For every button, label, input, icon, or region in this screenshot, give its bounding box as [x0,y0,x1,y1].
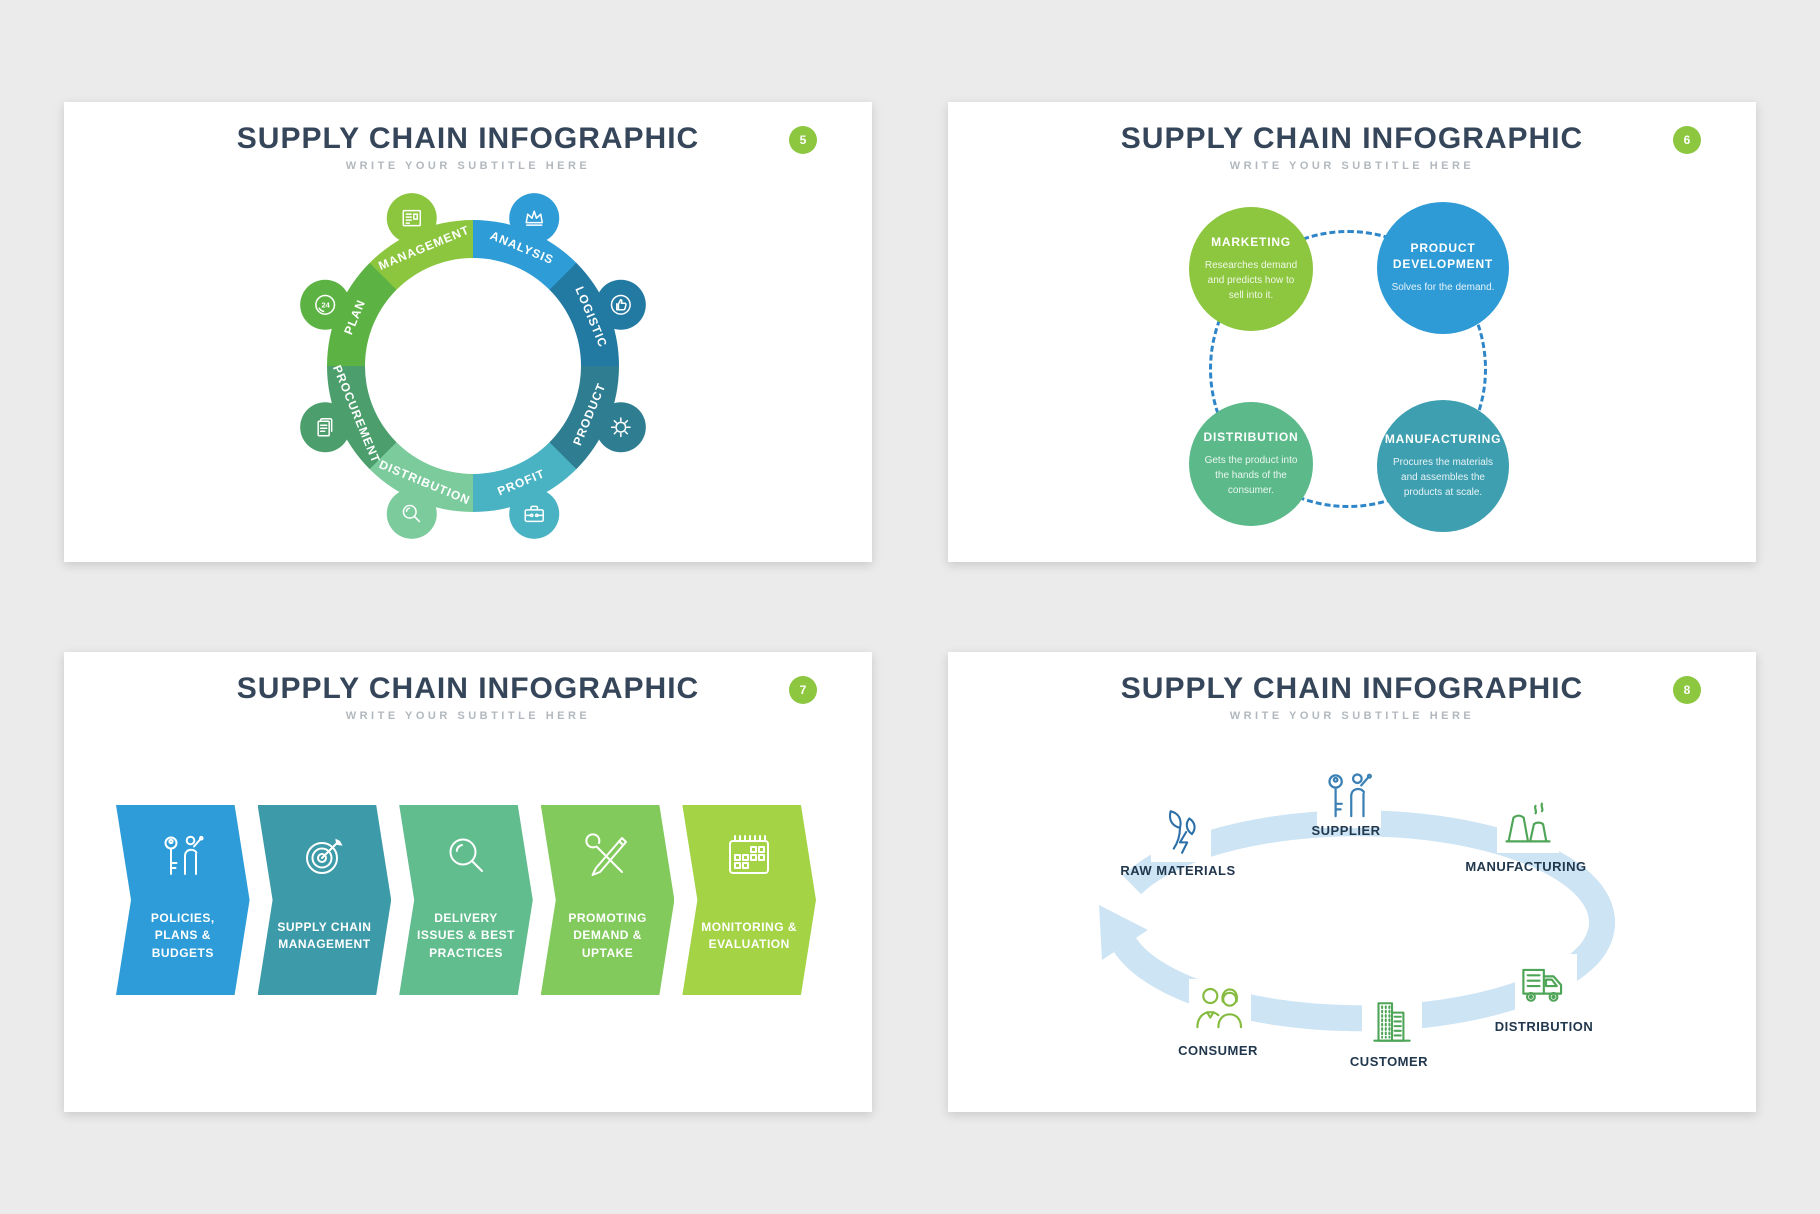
key-person-icon [157,830,209,882]
dashed-cycle-circle [1209,230,1487,508]
manufacturing-circle: MANUFACTURING Procures the materials and… [1377,400,1509,532]
process-arrow-banner: POLICIES, PLANS & BUDGETS SUPPLY CHAIN M… [116,805,816,995]
wrench-pencil-icon [582,830,634,882]
node-label-consumer: CONSUMER [1178,1043,1258,1058]
step-label: MONITORING & EVALUATION [701,919,798,951]
step-label: SUPPLY CHAIN MANAGEMENT [277,919,372,951]
circle-title: MARKETING [1211,235,1291,250]
marketing-circle: MARKETING Researches demand and predicts… [1189,207,1313,331]
slide-subtitle: WRITE YOUR SUBTITLE HERE [345,160,591,172]
page-title: SUPPLY CHAIN INFOGRAPHIC [1120,672,1584,705]
slide-chevron-steps[interactable]: SUPPLY CHAIN INFOGRAPHIC WRITE YOUR SUBT… [64,652,872,1112]
step-label: DELIVERY ISSUES & BEST PRACTICES [417,910,515,960]
supply-chain-ring: 24 ANALYSIS LOGISTIC PRODUCT PROFIT DIST… [300,193,646,539]
node-label-manufacturing: MANUFACTURING [1465,859,1587,874]
slide-cycle-flow[interactable]: SUPPLY CHAIN INFOGRAPHIC WRITE YOUR SUBT… [948,652,1756,1112]
product-development-circle: PRODUCT DEVELOPMENT Solves for the deman… [1377,202,1509,334]
slide-subtitle: WRITE YOUR SUBTITLE HERE [345,710,591,722]
cycle-arrow-band [1099,810,1616,1032]
node-label-supplier: SUPPLIER [1311,823,1381,838]
slide-ring-diagram[interactable]: SUPPLY CHAIN INFOGRAPHIC WRITE YOUR SUBT… [64,102,872,562]
calendar-icon [723,830,775,882]
step-delivery-issues: DELIVERY ISSUES & BEST PRACTICES [399,805,533,995]
circle-title: DISTRIBUTION [1203,430,1299,445]
magnifier-icon [440,830,492,882]
step-policies: POLICIES, PLANS & BUDGETS [116,805,250,995]
step-monitoring: MONITORING & EVALUATION [682,805,816,995]
slide-four-circles[interactable]: SUPPLY CHAIN INFOGRAPHIC WRITE YOUR SUBT… [948,102,1756,562]
slide-subtitle: WRITE YOUR SUBTITLE HERE [1229,160,1475,172]
circle-title: MANUFACTURING [1384,432,1502,447]
circle-description: Researches demand and predicts how to se… [1204,259,1298,301]
circle-description: Solves for the demand. [1391,281,1495,293]
step-label: PROMOTING DEMAND & UPTAKE [568,910,647,960]
circle-description: Gets the product into the hands of the c… [1204,454,1298,496]
distribution-circle: DISTRIBUTION Gets the product into the h… [1189,402,1313,526]
truck-icon [1515,954,1577,1016]
page-number-badge: 6 [1673,126,1701,154]
svg-text:24: 24 [322,301,331,310]
node-label-distribution: DISTRIBUTION [1494,1019,1594,1034]
factory-icon [1497,791,1559,853]
two-people-icon [1189,979,1251,1041]
page-number-badge: 8 [1673,676,1701,704]
step-supply-chain-management: SUPPLY CHAIN MANAGEMENT [258,805,392,995]
node-label-raw-materials: RAW MATERIALS [1120,863,1236,878]
page-number-badge: 5 [789,126,817,154]
step-label: POLICIES, PLANS & BUDGETS [150,910,215,960]
target-dart-icon [298,830,350,882]
supplier-key-icon [1317,764,1381,828]
step-promoting-demand: PROMOTING DEMAND & UPTAKE [541,805,675,995]
slide-subtitle: WRITE YOUR SUBTITLE HERE [1229,710,1475,722]
building-icon [1362,993,1422,1053]
node-label-customer: CUSTOMER [1349,1054,1429,1069]
page-title: SUPPLY CHAIN INFOGRAPHIC [236,122,700,155]
leaves-lightning-icon [1151,802,1211,862]
circle-title: PRODUCT DEVELOPMENT [1392,241,1494,271]
page-number-badge: 7 [789,676,817,704]
page-title: SUPPLY CHAIN INFOGRAPHIC [1120,122,1584,155]
page-title: SUPPLY CHAIN INFOGRAPHIC [236,672,700,705]
circle-description: Procures the materials and assembles the… [1392,456,1494,498]
ring-hole [365,258,581,474]
